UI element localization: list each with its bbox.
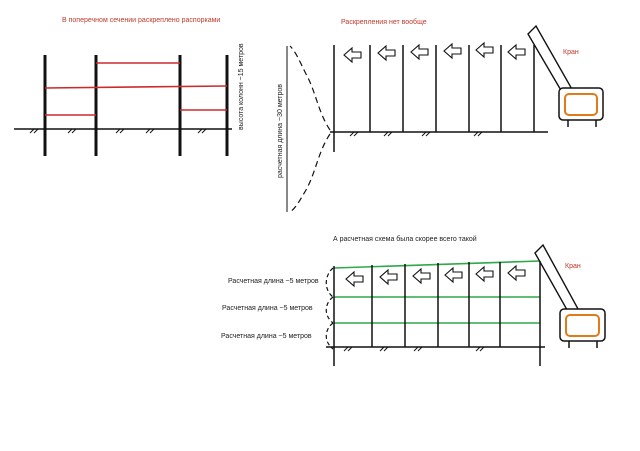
strut-middle [44, 85, 228, 89]
crane-bottom-label: Кран [565, 263, 581, 270]
brace-top [333, 260, 541, 269]
design-length-5-label-2: Расчетная длина ~5 метров [222, 305, 313, 312]
green-bracing [333, 260, 541, 324]
arrows-bottom [345, 264, 526, 288]
buckling-curves-small [325, 267, 334, 350]
crane-top-label: Кран [563, 49, 579, 56]
crane-body [559, 308, 606, 342]
crane-top [527, 24, 604, 127]
ground-hatch [29, 128, 207, 134]
arrow-left-icon [345, 270, 364, 288]
arrow-left-icon [343, 46, 362, 64]
arrows-top [343, 41, 526, 64]
columns-bottom [333, 261, 541, 366]
cross-section-diagram: В поперечном сечении раскреплено распорк… [14, 17, 245, 156]
design-length-5-label-1: Расчетная длина ~5 метров [228, 278, 319, 285]
arrow-left-icon [377, 44, 396, 62]
design-scheme-diagram: А расчетная схема была скорее всего тако… [221, 235, 606, 366]
arrow-left-icon [507, 264, 526, 282]
crane-cab [565, 314, 600, 337]
arrow-left-icon [443, 42, 462, 60]
no-bracing-title: Раскрепления нет вообще [341, 18, 427, 26]
column-height-label: высота колонн ~15 метров [238, 43, 245, 130]
arrow-left-icon [507, 43, 526, 61]
arrow-left-icon [412, 267, 431, 285]
red-struts [44, 62, 228, 116]
arrow-left-icon [444, 266, 463, 284]
arrow-left-icon [475, 41, 494, 59]
design-length-5-label-3: Расчетная длина ~5 метров [221, 333, 312, 340]
arrow-left-icon [410, 43, 429, 61]
ground-hatch-bottom [343, 346, 485, 352]
arrow-left-icon [475, 265, 494, 283]
cross-section-title: В поперечном сечении раскреплено распорк… [62, 17, 220, 24]
crane-cab [564, 93, 598, 116]
design-length-30-label: расчетная длина ~30 метров [277, 84, 284, 178]
columns-top [333, 45, 535, 152]
crane-bottom [534, 243, 606, 348]
ground-hatch-top [349, 131, 483, 137]
buckling-curve [289, 45, 331, 213]
no-bracing-diagram: Раскрепления нет вообще рас [277, 18, 604, 213]
arrow-left-icon [379, 268, 398, 286]
crane-body [558, 87, 604, 121]
scheme-title: А расчетная схема была скорее всего тако… [333, 235, 477, 243]
